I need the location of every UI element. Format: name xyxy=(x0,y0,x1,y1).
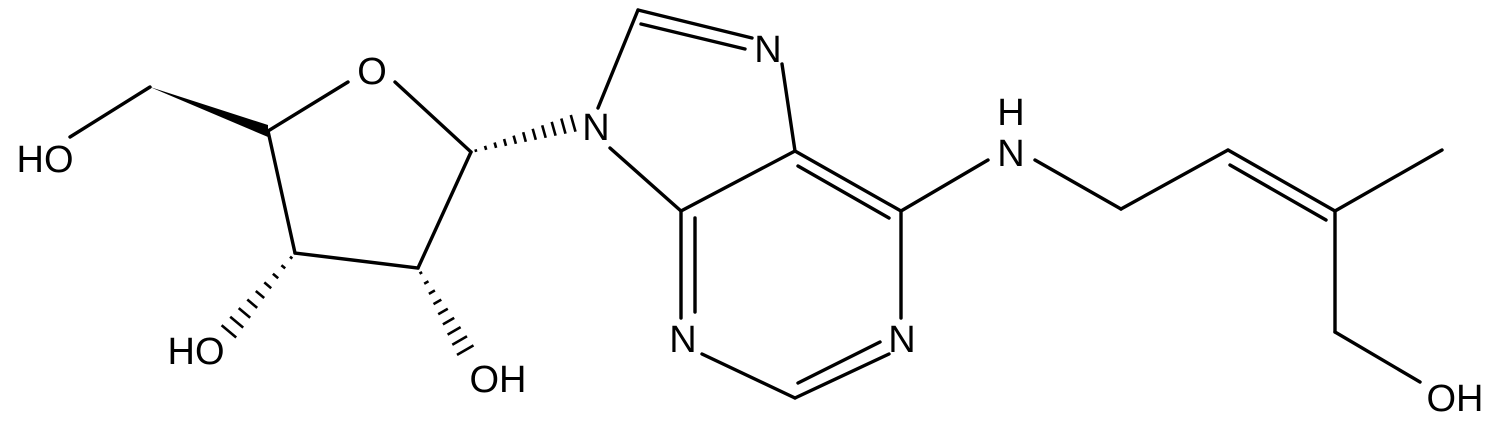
hash-stripe xyxy=(272,272,280,280)
hash-stripe xyxy=(437,307,449,316)
bond-c3-c4 xyxy=(266,129,297,255)
hash-stripe xyxy=(442,316,455,326)
hash-stripe xyxy=(493,142,498,149)
hash-stripe xyxy=(423,280,430,285)
hash-stripe xyxy=(550,121,557,137)
bond-n1-c2 xyxy=(793,352,891,400)
hydroxyl-2prime-label: OH xyxy=(470,359,527,401)
hash-stripe xyxy=(560,118,567,135)
hash-stripe xyxy=(446,325,462,336)
hydroxyl-3prime-label: HO xyxy=(168,331,225,373)
hash-stripe xyxy=(237,307,252,319)
hash-stripe xyxy=(220,324,238,339)
n9-label: N xyxy=(582,107,609,149)
hash-wedge-c1-n9 xyxy=(474,114,577,153)
hash-stripe xyxy=(418,270,423,275)
hydroxyl-5prime-label: HO xyxy=(17,139,74,181)
bond-ch2-oh xyxy=(1333,330,1422,384)
hash-stripe xyxy=(521,131,528,143)
hash-stripe xyxy=(289,255,294,260)
bond-c2-c3 xyxy=(293,251,420,270)
amine-hydrogen-label: H xyxy=(997,92,1024,134)
bond-o4-c1 xyxy=(393,80,473,154)
bond-c8-n7 xyxy=(636,8,754,40)
hash-stripe xyxy=(569,114,577,133)
bond-nh-ch2 xyxy=(1033,158,1123,211)
hash-stripe xyxy=(531,128,538,141)
bond-ch-c-double-outer xyxy=(1226,148,1337,213)
n1-label: N xyxy=(888,319,915,361)
hydroxyl-tail-label: OH xyxy=(1427,378,1484,420)
hash-stripe xyxy=(451,335,468,346)
bond-c4-o4 xyxy=(266,80,350,133)
hash-stripe xyxy=(474,148,478,153)
hash-wedge-c2-o2 xyxy=(418,270,475,357)
bond-c1-c2 xyxy=(416,150,473,270)
hash-stripe xyxy=(246,298,259,309)
hash-stripe xyxy=(502,138,508,147)
bond-c8-n7-double xyxy=(639,22,747,51)
bond-n1-c2-double xyxy=(796,340,882,385)
hash-stripe xyxy=(540,124,547,139)
bond-c6-nh xyxy=(899,158,990,213)
hash-stripe xyxy=(254,290,266,299)
hash-stripe xyxy=(229,315,245,329)
imidazole-ring xyxy=(596,8,797,213)
hash-stripe xyxy=(263,281,273,290)
amine-nitrogen-label: N xyxy=(997,133,1024,175)
n7-label: N xyxy=(754,29,781,71)
bond-n7-c5 xyxy=(780,62,797,153)
hash-stripe xyxy=(432,298,442,306)
ribose-ring xyxy=(266,80,473,270)
bond-ch-c-double-inner xyxy=(1228,163,1328,222)
bond-ch2-ch xyxy=(1119,148,1230,211)
hash-stripe xyxy=(456,344,475,357)
wedge-c4-c5 xyxy=(150,87,268,137)
isoprenyl-side-chain xyxy=(899,148,1444,384)
bond-c2-n3 xyxy=(700,352,797,400)
ring-oxygen-label: O xyxy=(357,51,387,93)
hash-stripe xyxy=(428,289,436,296)
hash-stripe xyxy=(280,264,287,270)
bond-c4-n9 xyxy=(608,146,683,213)
bond-c5-c4 xyxy=(679,149,797,213)
hash-stripe xyxy=(512,135,518,145)
bond-c-methyl xyxy=(1333,148,1444,213)
hash-wedge-c3-o3 xyxy=(220,255,294,339)
bond-c5-o5 xyxy=(68,85,152,139)
bond-n9-c8 xyxy=(596,8,640,110)
bond-c5-c6 xyxy=(793,149,903,213)
pyrimidine-ring xyxy=(679,149,903,400)
bond-c5-c6-double xyxy=(796,164,891,220)
hash-stripe xyxy=(483,145,488,151)
n3-label: N xyxy=(669,319,696,361)
